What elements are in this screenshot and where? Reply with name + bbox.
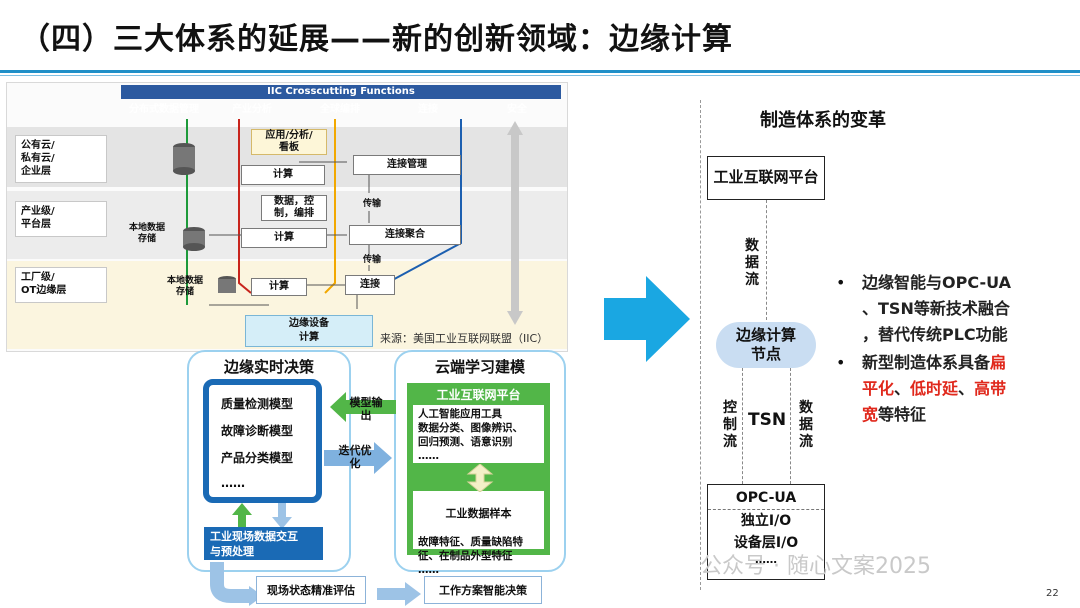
platform-green-box: 工业互联网平台 人工智能应用工具 数据分类、图像辨识、 回归预测、语意识别 ………	[407, 383, 550, 576]
layer-label-edge: 工厂级/ OT边缘层	[15, 267, 107, 303]
bullet-dot-1: •	[836, 273, 846, 292]
data-preprocess-bar: 工业现场数据交互 与预处理	[204, 527, 323, 560]
bullet-1: • 边缘智能与OPC-UA 、TSN等新技术融合 ，替代传统PLC功能	[836, 270, 1066, 348]
transport-label-1: 传输	[362, 199, 381, 209]
data-control-box: 数据，控 制，编排	[261, 195, 327, 221]
connector-top	[766, 200, 767, 320]
edge-panel-title: 边缘实时决策	[223, 358, 314, 376]
model-product-classification: 产品分类模型	[221, 451, 294, 465]
control-flow-label: 控 制 流	[723, 400, 737, 450]
conn-aggr-box: 连接聚合	[349, 225, 461, 245]
bullet-2-sep-2: 、	[958, 379, 975, 398]
function-analytics: 产业分析	[232, 104, 272, 115]
model-quality-inspection: 质量检测模型	[221, 397, 294, 411]
title-rule-thin	[0, 75, 1080, 76]
source-note: 来源：美国工业互联网联盟（IIC）	[380, 332, 549, 345]
iterate-label: 迭代优 化	[338, 444, 372, 470]
bottom-flow-arrows	[210, 562, 421, 606]
dashed-divider	[700, 100, 701, 590]
right-title: 制造体系的变革	[760, 110, 886, 131]
conn-mgmt-box: 连接管理	[353, 155, 461, 175]
stack-ellipsis: ……	[755, 553, 777, 566]
bullet-2: • 新型制造体系具备扁 平化、低时延、高带 宽等特征	[836, 350, 1066, 428]
local-storage-label-2: 本地数据 存储	[166, 276, 203, 297]
title-rule	[0, 70, 1080, 73]
layer-label-platform: 产业级/ 平台层	[15, 201, 107, 237]
cloud-panel-title: 云端学习建模	[434, 358, 525, 376]
local-storage-label-1: 本地数据 存储	[128, 223, 165, 244]
samples-list: 故障特征、质量缺陷特 征、在制品外型特征 ……	[418, 536, 523, 576]
layer-label-enterprise: 公有云/ 私有云/ 企业层	[15, 135, 107, 183]
crosscutting-header: IIC Crosscutting Functions	[121, 85, 561, 99]
opcua-label: OPC-UA	[735, 490, 797, 506]
compute-box-enterprise: 计算	[241, 165, 325, 185]
bullet-2-flat: 扁 平化	[862, 353, 1007, 398]
function-orchestration: 全球编排	[320, 104, 360, 115]
bullet-1-text: 边缘智能与OPC-UA 、TSN等新技术融合 ，替代传统PLC功能	[862, 273, 1011, 344]
io-label: 独立I/O	[708, 509, 824, 532]
smart-decision-box: 工作方案智能决策	[424, 576, 542, 604]
watermark: 公众号 · 随心文案2025	[700, 554, 931, 579]
connector-right	[790, 368, 791, 484]
edge-device-label: 边缘设备	[289, 318, 329, 329]
platform-box: 工业互联网平台	[707, 156, 825, 200]
bullet-2-latency: 低时延	[910, 379, 959, 398]
model-fault-diagnosis: 故障诊断模型	[221, 424, 294, 438]
ai-tools-box: 人工智能应用工具 数据分类、图像辨识、 回归预测、语意识别 ……	[413, 405, 544, 463]
data-samples-box: 工业数据样本 故障特征、质量缺陷特 征、在制品外型特征 ……	[413, 491, 544, 576]
bullet-list: • 边缘智能与OPC-UA 、TSN等新技术融合 ，替代传统PLC功能 • 新型…	[836, 270, 1066, 428]
model-list-box: 质量检测模型 故障诊断模型 产品分类模型 ……	[203, 379, 322, 503]
slide-title: （四）三大体系的延展——新的创新领域：边缘计算	[20, 22, 733, 57]
big-right-arrow	[604, 276, 690, 362]
device-io-label: 设备层I/O	[733, 535, 799, 551]
edge-device-box: 边缘设备 计算	[245, 315, 373, 347]
function-connectivity: 连接	[418, 104, 438, 115]
bullet-2-tail: 等特征	[878, 405, 927, 424]
tsn-label: TSN	[748, 410, 787, 430]
bullet-2-bandwidth: 高带 宽	[862, 379, 1007, 424]
bullet-2-text: 新型制造体系具备扁 平化、低时延、高带 宽等特征	[862, 350, 1006, 428]
platform-label: 工业互联网平台	[436, 388, 521, 402]
bullet-dot-2: •	[836, 353, 846, 372]
data-flow-label-2: 数 据 流	[799, 400, 813, 450]
transport-label-2: 传输	[362, 255, 381, 265]
model-output-label: 模型输 出	[349, 396, 383, 422]
middle-arrows	[324, 392, 396, 474]
state-assessment-box: 现场状态精准评估	[256, 576, 366, 604]
bullet-2-part-1: 新型制造体系具备	[862, 353, 991, 372]
model-more: ……	[221, 476, 245, 490]
connector-left	[742, 368, 743, 484]
samples-title: 工业数据样本	[445, 507, 512, 520]
edge-device-compute: 计算	[299, 332, 319, 343]
device-stack-box: OPC-UA 独立I/O 设备层I/O ……	[707, 484, 825, 580]
data-flow-label-1: 数 据 流	[745, 238, 759, 288]
app-analysis-box: 应用/分析/ 看板	[251, 129, 327, 155]
edge-node: 边缘计算 节点	[716, 322, 816, 368]
connect-box: 连接	[345, 275, 395, 295]
function-security: 安全	[507, 104, 527, 115]
iic-architecture-diagram: IIC Crosscutting Functions 分布式数据管理 产业分析 …	[6, 82, 568, 352]
bullet-2-sep-1: 、	[894, 379, 911, 398]
double-arrow-icon	[466, 464, 494, 492]
compute-box-platform: 计算	[241, 228, 327, 248]
page-number: 22	[1046, 588, 1059, 599]
compute-box-edge: 计算	[251, 278, 307, 296]
function-data-mgmt: 分布式数据管理	[129, 104, 199, 115]
data-exchange-arrows	[232, 503, 292, 529]
